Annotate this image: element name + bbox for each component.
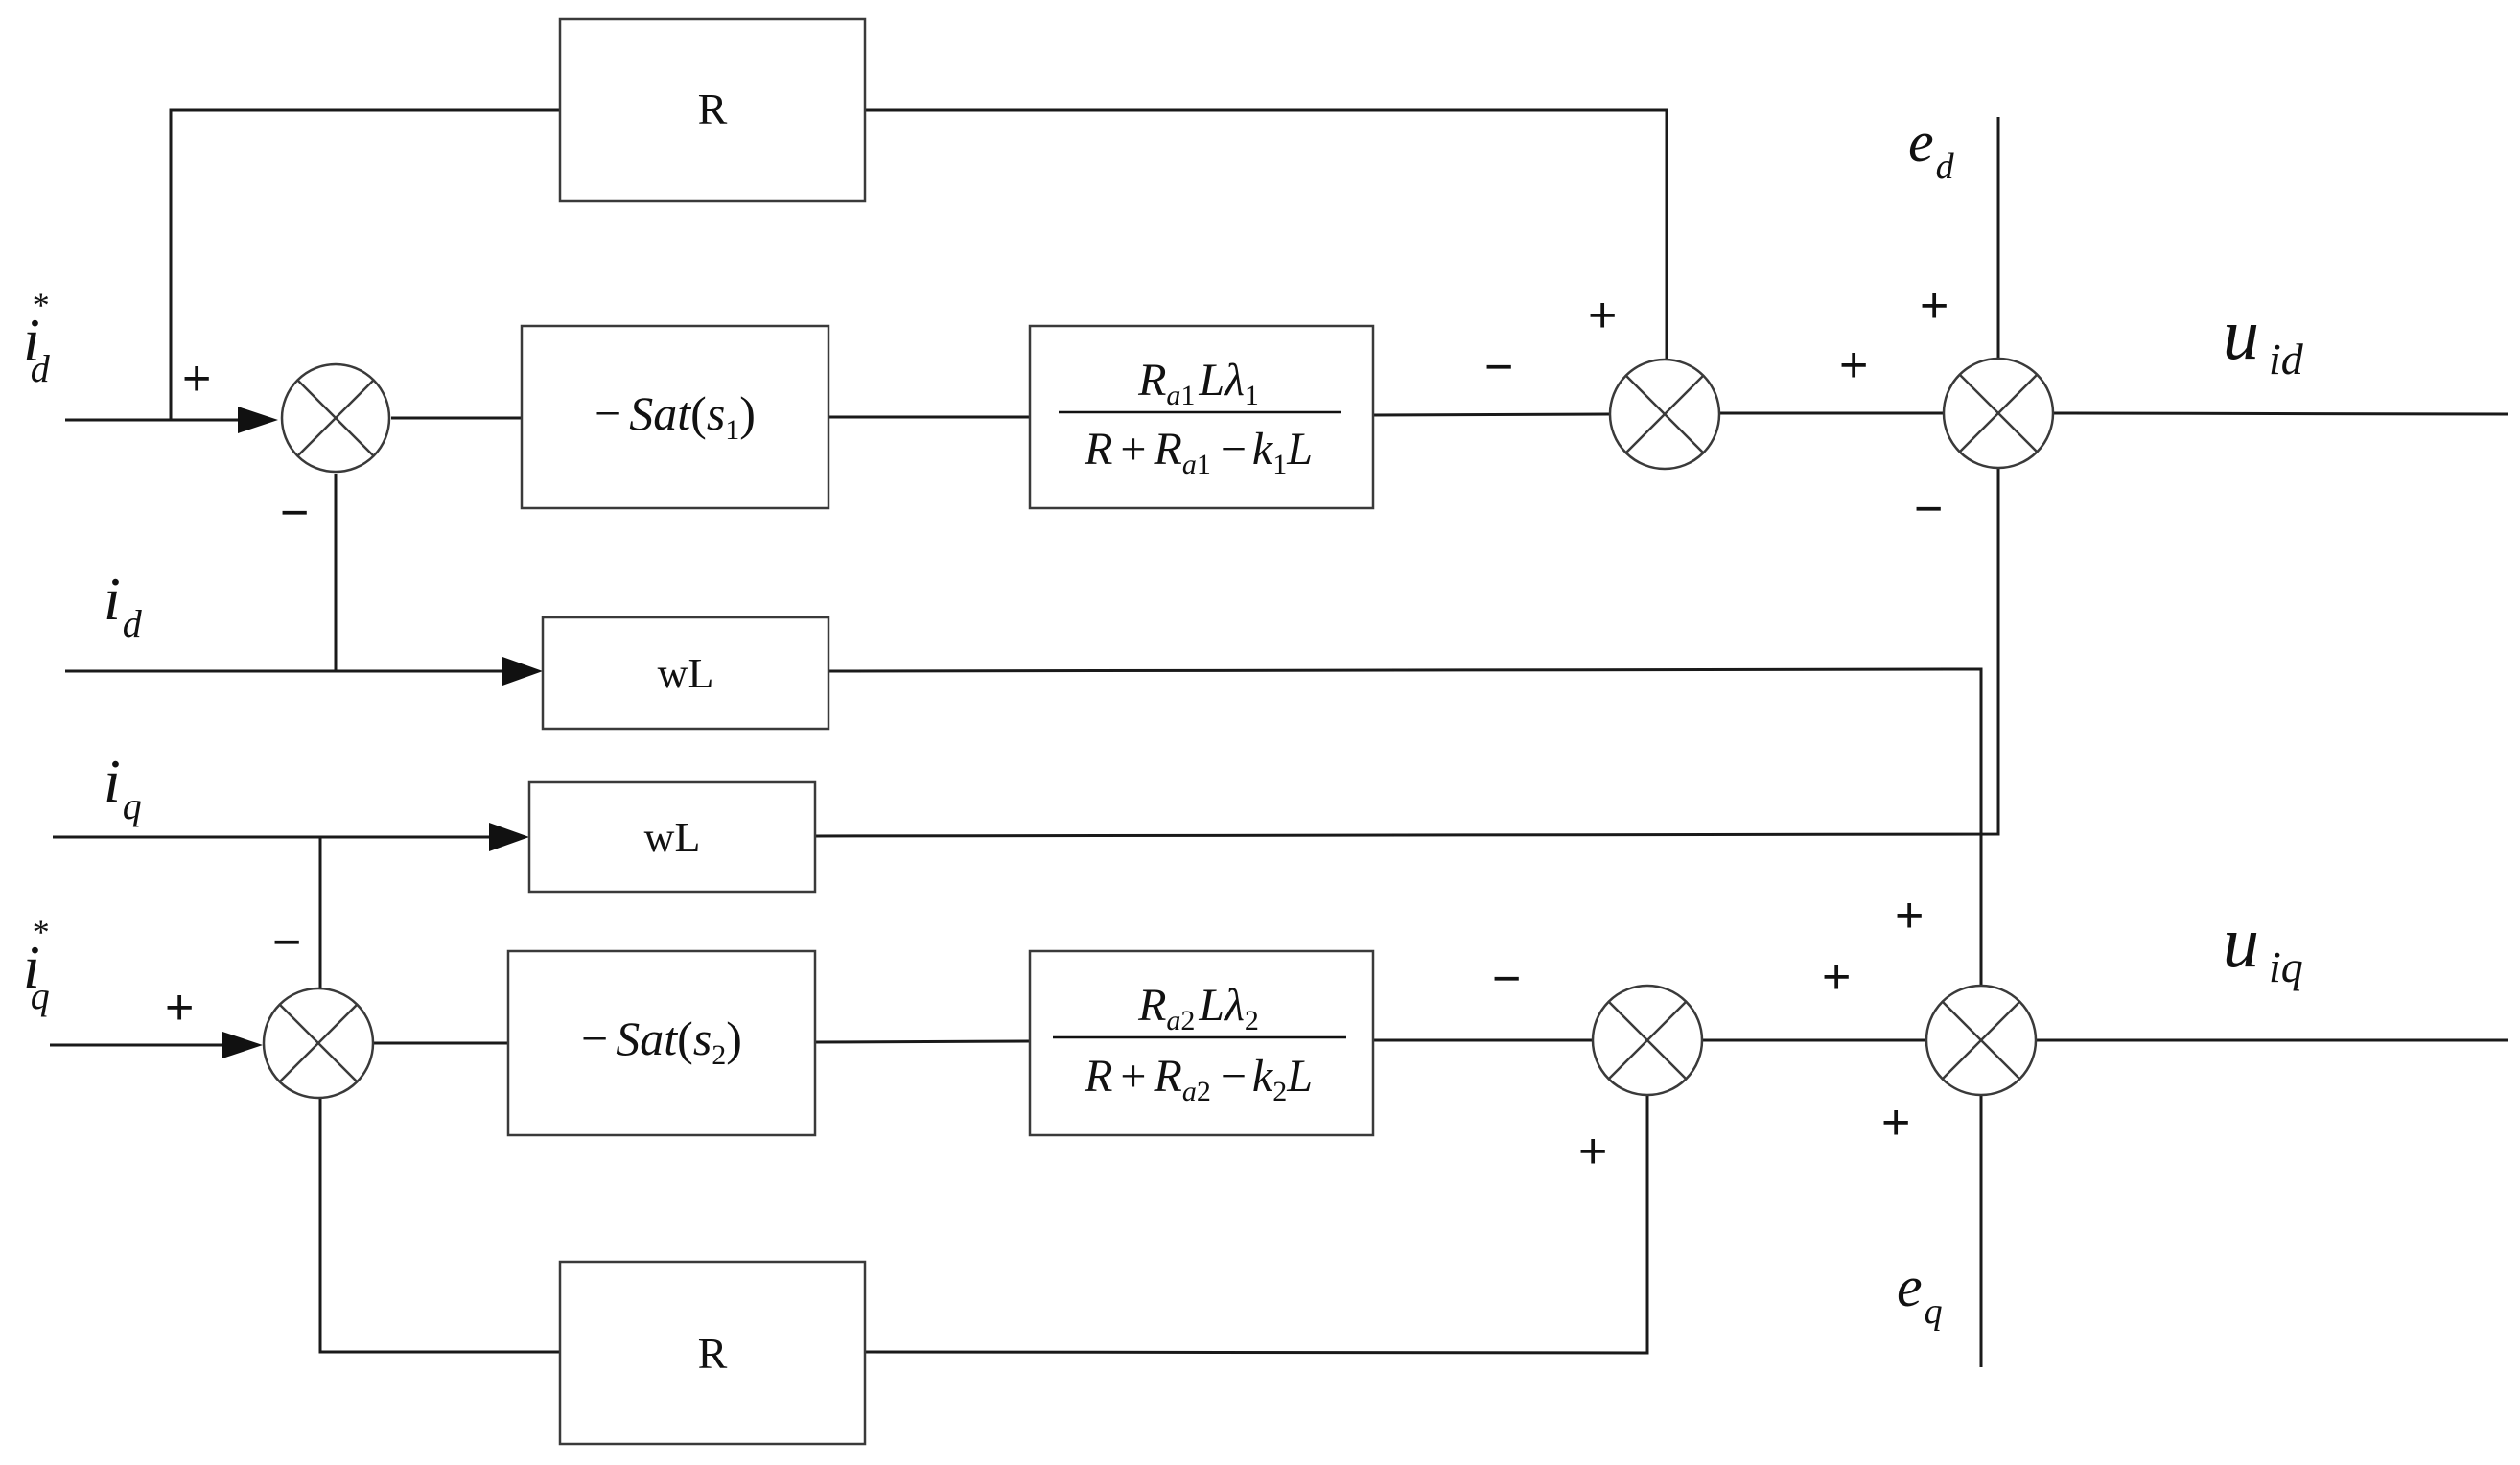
r-block-bottom-label: R [698,1329,728,1378]
tf1-numerator: Ra1Lλ1 [1137,355,1259,411]
svg-text:−Sat(s1): −Sat(s1) [595,386,756,446]
sat1-arg: s [707,386,725,440]
wl-block-bottom: wL [527,780,817,894]
sat2-block: −Sat(s2) [506,949,817,1137]
sat1-func: Sat [629,386,691,440]
r-block-top: R [558,17,867,203]
summing-junction-4 [1925,984,2038,1097]
r-block-top-label: R [698,84,728,133]
sign-minus-sum1: − [280,485,309,541]
wires-q-axis [50,823,2508,1367]
sign-plus-sum6-bottom: + [1578,1124,1607,1179]
summing-junction-6 [1591,984,1704,1097]
summing-junction-2 [1608,358,1721,471]
summing-junction-5 [262,987,375,1100]
sign-plus-sum4-left: + [1822,949,1851,1005]
transfer-function-2: Ra2Lλ2 R+Ra2−k2L [1028,949,1375,1137]
wl-block-top: wL [541,616,830,731]
summing-junction-3 [1942,357,2055,470]
sign-minus-sum6-left: − [1492,951,1521,1007]
tf1-denominator: R+Ra1−k1L [1084,424,1313,480]
sign-minus-sum3-bottom: − [1914,481,1943,537]
sign-plus-sum1: + [182,351,211,407]
sat1-sub: 1 [725,414,739,446]
sign-minus-sum5-top: − [272,915,301,970]
label-iq-ref: i*q [23,913,50,1017]
label-eq: eq [1897,1255,1943,1332]
label-id-ref: i*d [23,286,51,390]
sign-plus-sum3-top: + [1920,278,1948,334]
transfer-function-1: Ra1Lλ1 R+Ra1−k1L [1028,324,1375,510]
summing-junction-1 [280,362,391,474]
sign-plus-sum4-top: + [1895,888,1924,943]
wl-block-top-label: wL [658,650,714,697]
sat2-sub: 2 [712,1039,726,1071]
wires-d-axis [65,108,2509,988]
sign-plus-sum2-top: + [1588,288,1617,343]
tf2-numerator: Ra2Lλ2 [1137,980,1259,1036]
r-block-bottom: R [558,1260,867,1446]
svg-text:−Sat(s2): −Sat(s2) [581,1012,742,1071]
signs: + − + − + + − − + − + + + + [165,278,1948,1179]
sign-minus-sum2-left: − [1484,339,1513,395]
wl-block-bottom-label: wL [644,814,701,861]
label-iq: iq [104,747,142,827]
sat2-func: Sat [616,1012,678,1065]
sat2-minus: − [581,1012,608,1065]
label-ed: ed [1908,110,1955,187]
sat2-arg: s [693,1012,712,1065]
label-id: id [104,565,143,645]
sign-plus-sum3-left: + [1839,337,1868,393]
sat1-block: −Sat(s1) [520,324,830,510]
sign-plus-sum4-bottom: + [1881,1095,1910,1151]
sign-plus-sum5-left: + [165,980,194,1035]
sat1-minus: − [595,386,621,440]
tf2-denominator: R+Ra2−k2L [1084,1051,1313,1107]
